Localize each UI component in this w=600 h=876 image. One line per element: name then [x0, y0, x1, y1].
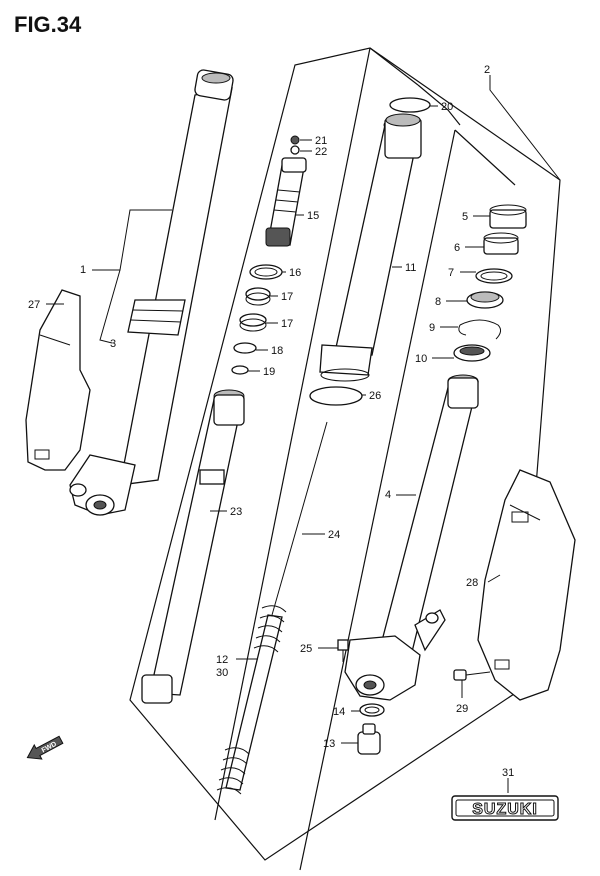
callout-19: 19: [263, 366, 275, 378]
figure-title: FIG.34: [14, 12, 82, 37]
callout-4: 4: [385, 489, 391, 501]
callout-18: 18: [271, 345, 283, 357]
emblem-text: SUZUKI: [472, 801, 538, 818]
fork-guard-left: [25, 289, 91, 471]
callout-22: 22: [315, 146, 327, 158]
callout-6: 6: [454, 242, 460, 254]
fork-assembly-left: [69, 69, 234, 516]
callout-24: 24: [328, 529, 340, 541]
callout-11: 11: [405, 262, 416, 274]
callout-7: 7: [448, 267, 454, 279]
callout-12: 12: [216, 654, 228, 666]
damper-cartridge-top: [265, 157, 307, 247]
callout-30: 30: [216, 667, 228, 679]
seal-washer-stack: [231, 264, 283, 375]
fork-guard-right: [477, 469, 576, 701]
large-o-ring: [309, 386, 363, 406]
callout-16: 16: [289, 267, 301, 279]
callout-5: 5: [462, 211, 468, 223]
callout-29: 29: [456, 703, 468, 715]
fork-spring: [216, 605, 287, 795]
callout-20: 20: [441, 101, 453, 113]
callout-10: 10: [415, 353, 427, 365]
damper-rod: [141, 389, 245, 704]
inner-tube: [377, 374, 479, 661]
cap-bolt-parts: [290, 135, 300, 155]
callout-17b: 17: [281, 318, 293, 330]
fwd-label: FWD: [41, 741, 58, 755]
callout-27: 27: [28, 299, 40, 311]
callout-8: 8: [435, 296, 441, 308]
small-hardware: [337, 639, 491, 755]
spacer-rod: [271, 421, 328, 616]
outer-tube: [319, 113, 422, 382]
fwd-direction-badge: FWD: [26, 735, 64, 760]
callout-15: 15: [307, 210, 319, 222]
o-ring: [389, 97, 431, 113]
leader-lines: [46, 75, 561, 793]
callout-3: 3: [110, 338, 116, 350]
suzuki-emblem: SUZUKI: [451, 795, 559, 821]
callout-26: 26: [369, 390, 381, 402]
callout-9: 9: [429, 322, 435, 334]
callouts: 1 2 3 4 5 6 7 8 9 10 11 12 13 14 15 16 1…: [28, 64, 514, 779]
axle-bracket: [344, 609, 446, 701]
callout-21: 21: [315, 135, 327, 147]
callout-17a: 17: [281, 291, 293, 303]
callout-31: 31: [502, 767, 514, 779]
callout-14: 14: [333, 706, 345, 718]
callout-2: 2: [484, 64, 490, 76]
callout-28: 28: [466, 577, 478, 589]
bushing-seal-stack: [453, 204, 527, 362]
callout-23: 23: [230, 506, 242, 518]
callout-1: 1: [80, 264, 86, 276]
callout-13: 13: [323, 738, 335, 750]
callout-25: 25: [300, 643, 312, 655]
